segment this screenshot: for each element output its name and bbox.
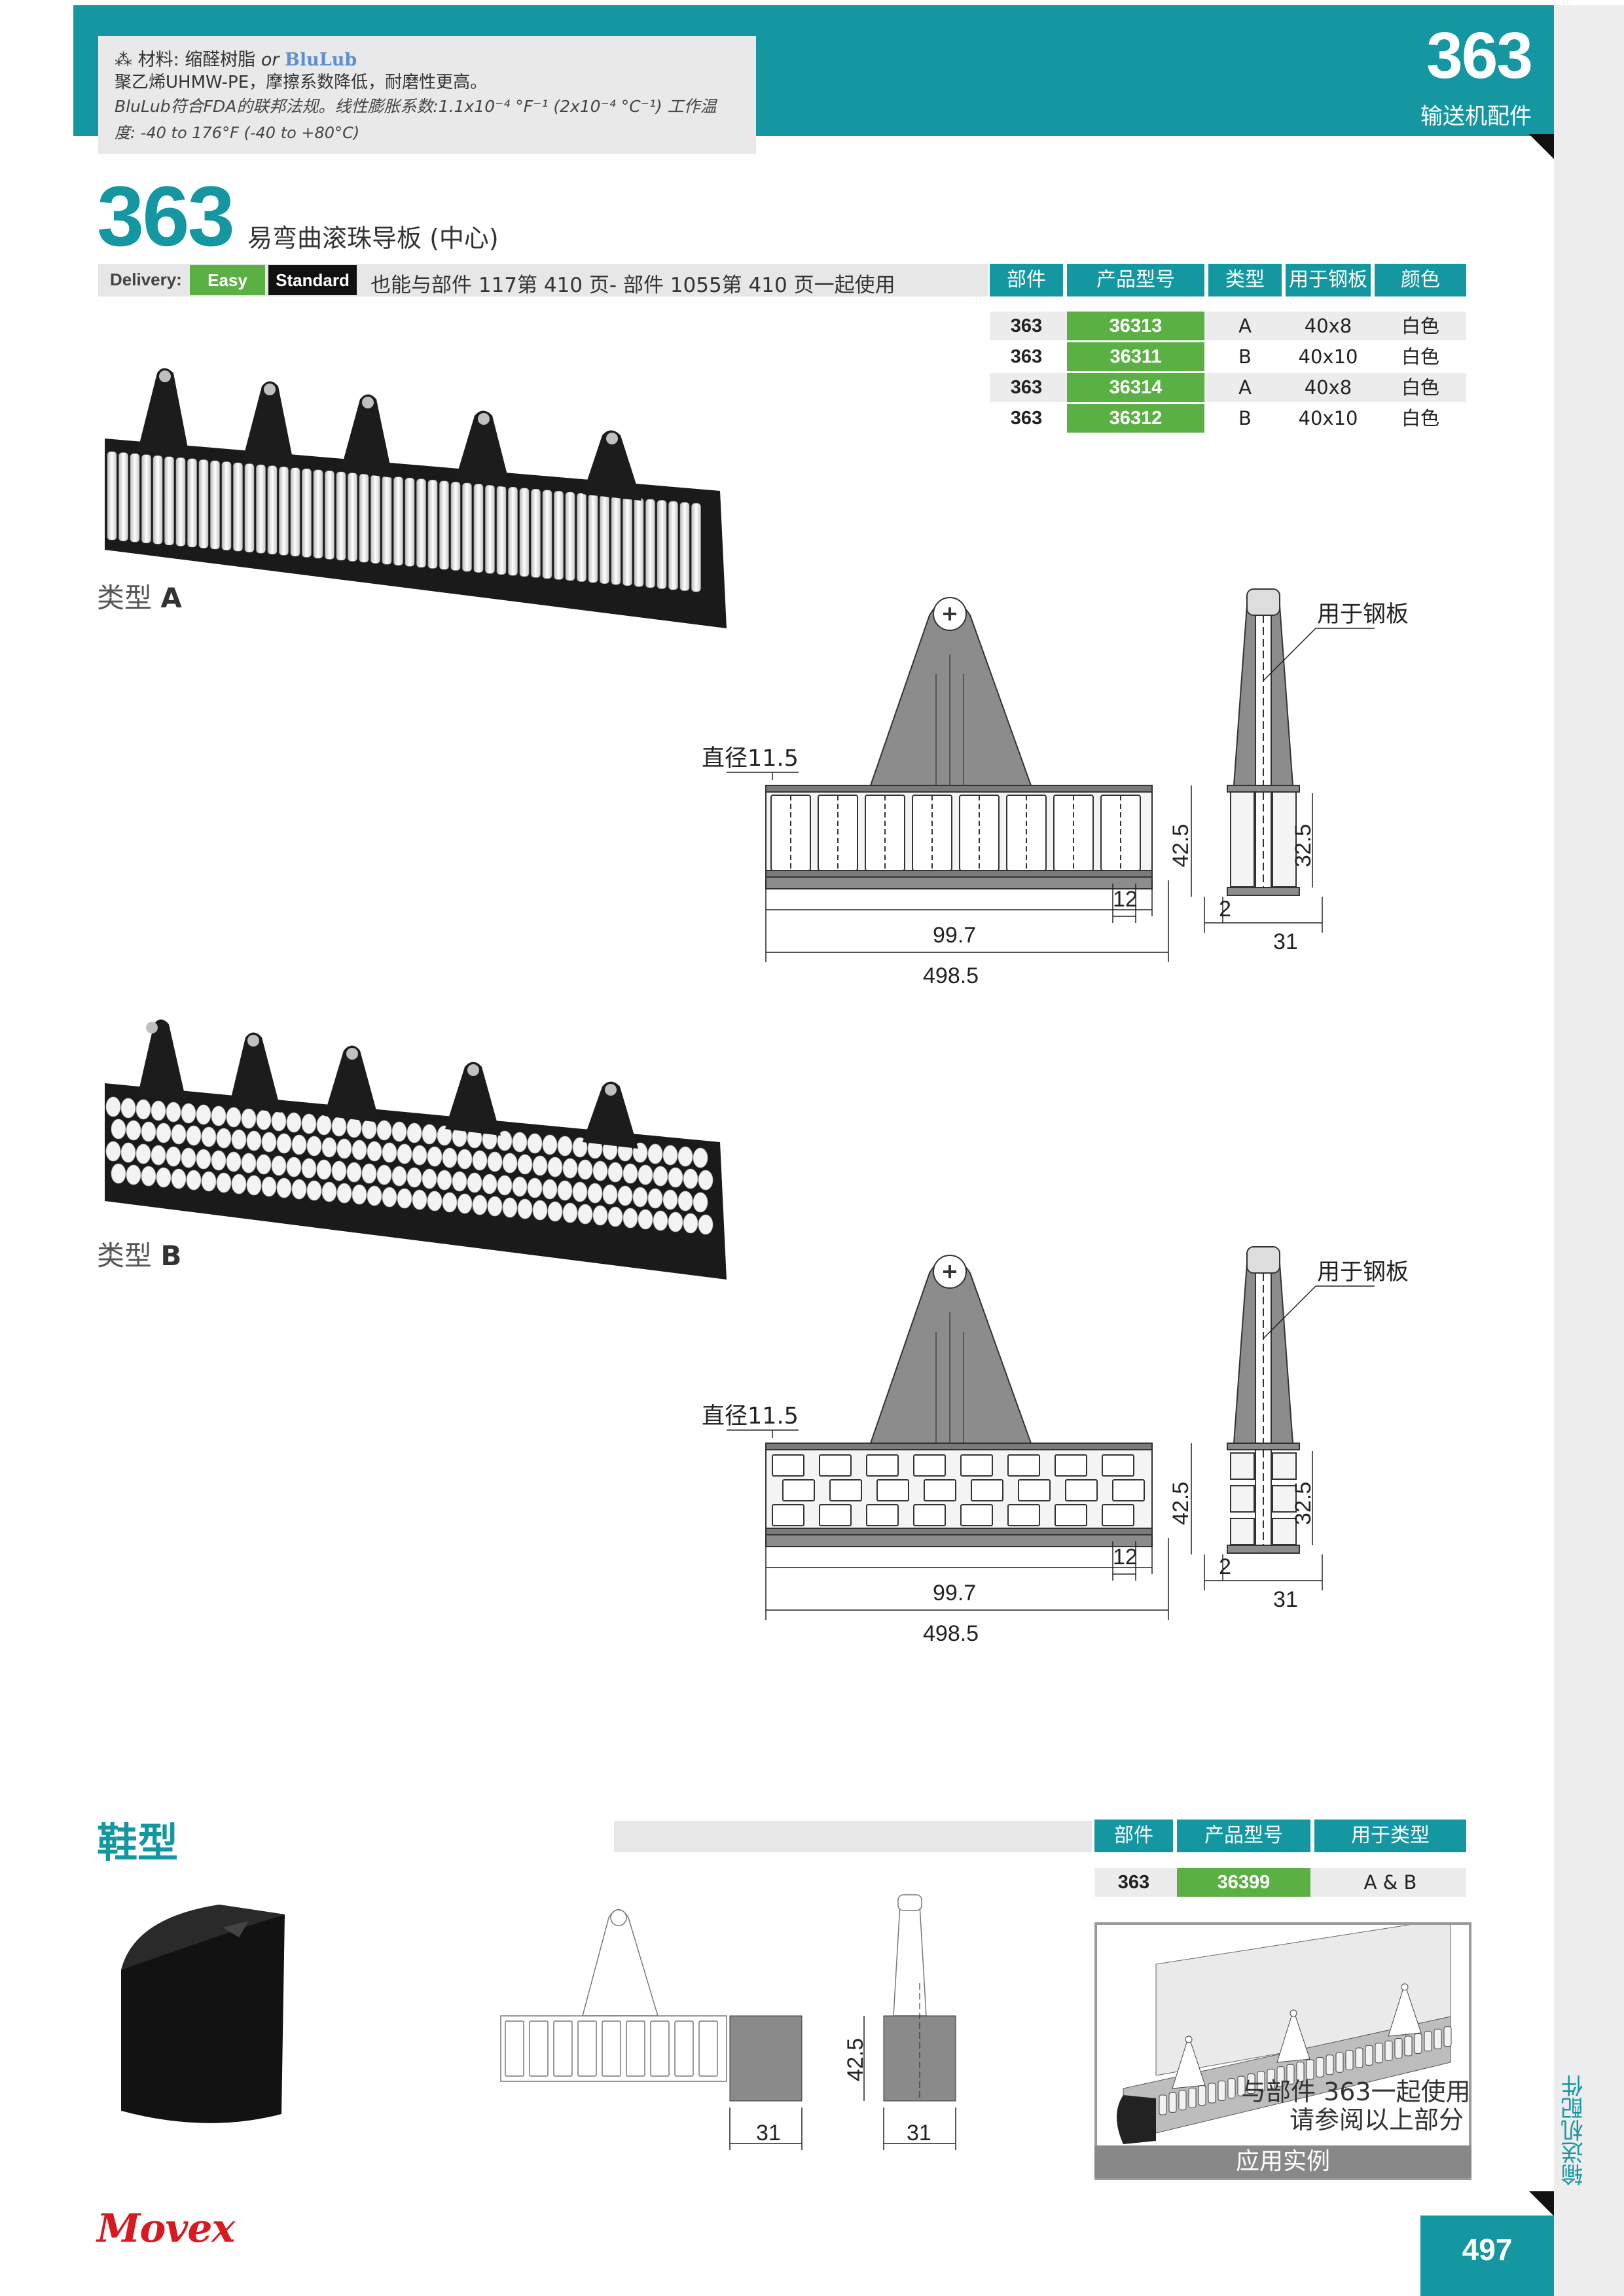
material-line-2: 聚乙烯UHMW-PE，摩擦系数降低，耐磨性更高。 (115, 73, 488, 92)
dim-inner-a: 32.5 (1291, 824, 1316, 867)
product-photo-type-b (105, 1019, 727, 1280)
dim-length1-b: 99.7 (933, 1581, 976, 1605)
shoe-dim-width-a: 31 (756, 2121, 781, 2145)
dim-pitch-b: 12 (1113, 1545, 1138, 1570)
type-a-label: 类型 A (97, 576, 182, 616)
material-label: 材料: 缩醛树脂 (137, 50, 256, 70)
shoe-cell-part: 363 (1117, 1872, 1150, 1893)
cell-part: 363 (1010, 408, 1043, 429)
header-category: 输送机配件 (1420, 103, 1532, 130)
page-number-box (1420, 2215, 1554, 2296)
material-info-box: ⁂ 材料: 缩醛树脂 or BluLub 聚乙烯UHMW-PE，摩擦系数降低，耐… (98, 36, 756, 154)
dim-height-b: 42.5 (1168, 1482, 1193, 1525)
movex-logo: Movex (97, 2206, 235, 2251)
type-b-prefix: 类型 (97, 1240, 153, 1272)
dim-thick-a: 2 (1219, 897, 1231, 922)
product-photo-type-a (105, 368, 727, 628)
application-caption: 应用实例 (1094, 2145, 1471, 2178)
application-illustration (1117, 1918, 1452, 2144)
header-part-number: 363 (1426, 19, 1533, 92)
shoe-cell-type: A & B (1363, 1871, 1417, 1893)
dim-width-a: 31 (1273, 929, 1298, 954)
shoe-cell-model: 36399 (1177, 1868, 1310, 1897)
table-header-model: 产品型号 (1067, 264, 1204, 296)
dim-diameter-b: 直径11.5 (702, 1403, 799, 1429)
cell-model: 36314 (1067, 373, 1204, 402)
material-line-4: 度: -40 to 176°F (-40 to +80°C) (115, 124, 360, 142)
dim-diameter-a: 直径11.5 (702, 745, 799, 772)
cell-part: 363 (1010, 315, 1043, 336)
shoe-photo (121, 1905, 285, 2123)
cell-type: A (1238, 315, 1252, 337)
dim-length2-b: 498.5 (923, 1621, 979, 1646)
dim-pitch-a: 12 (1113, 887, 1138, 912)
blulub-brand: BluLub (285, 50, 357, 70)
cell-model: 36311 (1067, 342, 1204, 371)
cell-model: 36313 (1067, 312, 1204, 340)
shoe-header-model: 产品型号 (1177, 1820, 1310, 1852)
table-header-part: 部件 (990, 264, 1063, 296)
shoe-dim-width-b: 31 (907, 2121, 931, 2145)
standard-badge: Standard (268, 265, 357, 295)
corner-triangle (1529, 134, 1554, 159)
table-header-steel: 用于钢板 (1286, 264, 1371, 296)
cell-type: B (1238, 407, 1252, 429)
type-a-prefix: 类型 (97, 582, 153, 614)
cell-model: 36312 (1067, 404, 1204, 433)
dim-inner-b: 32.5 (1291, 1482, 1316, 1525)
steel-plate-label-a: 用于钢板 (1317, 601, 1409, 628)
material-line-1: ⁂ 材料: 缩醛树脂 or BluLub (115, 45, 357, 71)
type-b-label: 类型 B (97, 1234, 181, 1274)
delivery-note: 也能与部件 117第 410 页- 部件 1055第 410 页一起使用 (370, 274, 895, 297)
cell-type: B (1238, 346, 1252, 368)
application-note-1: 与部件 363一起使用 (1241, 2077, 1471, 2106)
shoe-section-title: 鞋型 (97, 1819, 179, 1867)
dim-width-b: 31 (1273, 1587, 1298, 1612)
dim-length1-a: 99.7 (933, 923, 976, 948)
type-a-letter: A (160, 582, 182, 614)
shoe-header-type: 用于类型 (1314, 1820, 1466, 1852)
cell-steel: 40x8 (1304, 376, 1352, 399)
side-category-label: 输送机配件 (1561, 2075, 1587, 2186)
table-header-type: 类型 (1208, 264, 1282, 296)
table-header-color: 颜色 (1375, 264, 1466, 296)
type-b-letter: B (160, 1240, 182, 1272)
material-icon: ⁂ (115, 50, 138, 70)
shoe-header-part: 部件 (1094, 1820, 1173, 1852)
material-line-3: BluLub符合FDA的联邦法规。线性膨胀系数:1.1x10⁻⁴ °F⁻¹ (2… (115, 97, 717, 116)
cell-part: 363 (1010, 346, 1043, 367)
page-number: 497 (1462, 2233, 1513, 2267)
technical-drawing-type-a: 直径11.5 用于钢板 42.5 32.5 12 99.7 498.5 2 31 (702, 588, 1409, 988)
cell-steel: 40x10 (1298, 346, 1358, 368)
dim-length2-a: 498.5 (923, 963, 979, 988)
delivery-label: Delivery: (110, 270, 182, 289)
right-side-strip (1554, 5, 1624, 2296)
easy-badge: Easy (190, 265, 265, 295)
dim-height-a: 42.5 (1168, 824, 1193, 867)
cell-steel: 40x8 (1304, 315, 1352, 337)
cell-type: A (1238, 376, 1252, 399)
page-title: 易弯曲滚珠导板 (中心) (247, 224, 499, 253)
application-note-2: 请参阅以上部分 (1290, 2106, 1464, 2134)
cell-color: 白色 (1401, 315, 1439, 337)
shoe-drawing: 31 31 42.5 (500, 1894, 956, 2150)
corner-triangle-bottom (1529, 2191, 1554, 2216)
shoe-dim-height: 42.5 (843, 2038, 868, 2081)
cell-color: 白色 (1401, 346, 1439, 368)
cell-color: 白色 (1401, 407, 1439, 429)
page-title-number: 363 (97, 168, 235, 264)
steel-plate-label-b: 用于钢板 (1317, 1259, 1409, 1285)
shoe-bar (614, 1821, 1092, 1852)
cell-steel: 40x10 (1298, 407, 1358, 429)
material-or: or (261, 50, 280, 70)
application-example-box (1094, 1918, 1471, 2180)
dim-thick-b: 2 (1219, 1554, 1231, 1579)
cell-part: 363 (1010, 377, 1043, 398)
technical-drawing-type-b: 直径11.5 用于钢板 42.5 32.5 12 99.7 498.5 2 31 (702, 1246, 1409, 1646)
cell-color: 白色 (1401, 376, 1439, 399)
